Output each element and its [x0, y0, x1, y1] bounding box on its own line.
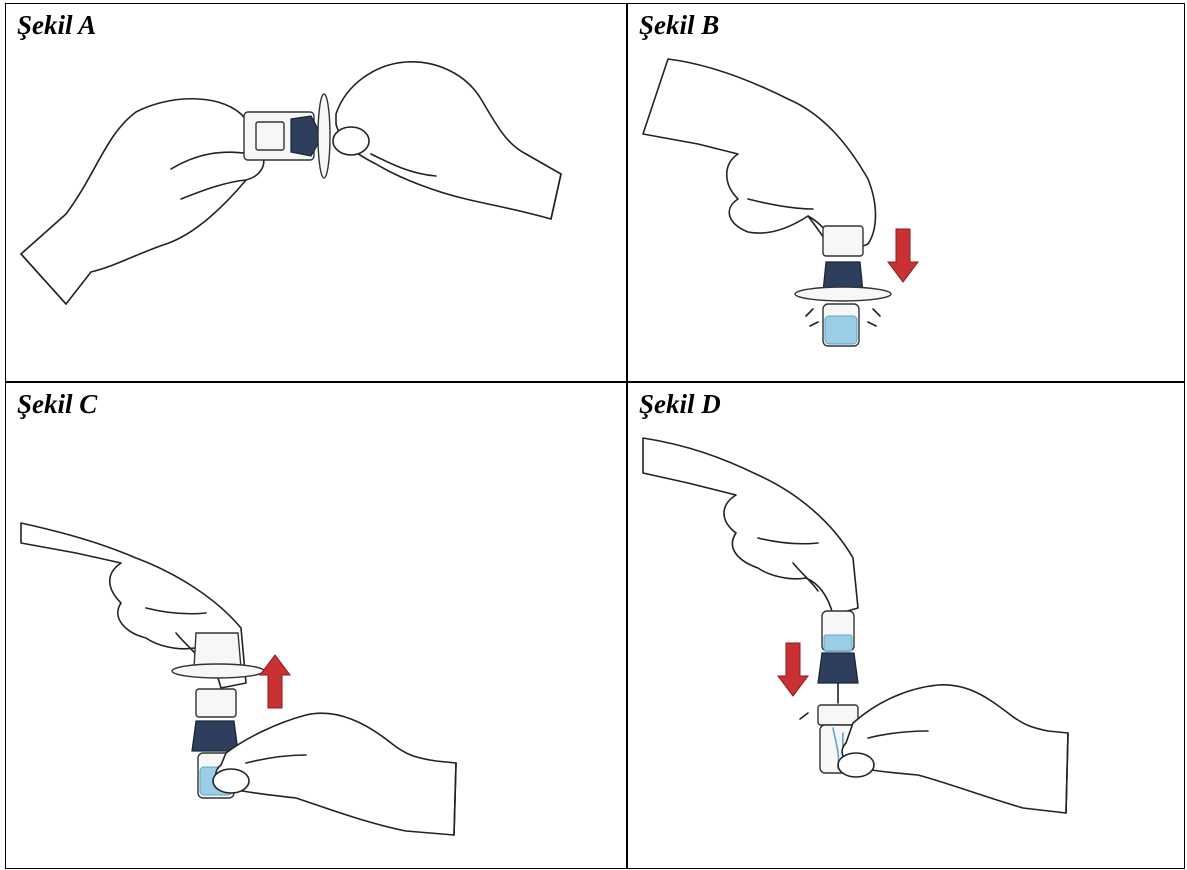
table-divider-vertical — [626, 4, 628, 868]
pack-flange — [794, 286, 892, 302]
bottom-hand — [841, 684, 1069, 814]
arrow-down-icon — [887, 228, 919, 283]
top-hand — [642, 437, 859, 616]
powder-vial-cap — [817, 704, 859, 726]
diluent-liquid — [823, 634, 853, 652]
figure-label-d: Şekil D — [639, 389, 721, 419]
vial-liquid — [824, 315, 858, 345]
table-divider-horizontal — [6, 381, 1184, 383]
figure-label-b: Şekil B — [639, 10, 720, 40]
figure-cell-c: Şekil C — [6, 383, 626, 869]
vial-adapter-pack — [822, 225, 864, 257]
figure-table: Şekil A Şekil B — [5, 3, 1185, 869]
figure-cell-d: Şekil D — [628, 383, 1184, 869]
left-hand — [20, 98, 265, 305]
figure-label-c: Şekil C — [17, 389, 98, 419]
pack-flange — [171, 663, 265, 679]
figure-b-illustration — [642, 58, 919, 347]
figure-cell-b: Şekil B — [628, 4, 1184, 381]
vial-adapter — [290, 115, 319, 157]
vial-adapter — [817, 652, 859, 684]
pack-flange — [317, 93, 331, 179]
bottom-hand — [215, 712, 457, 836]
figure-d-illustration — [642, 437, 1069, 814]
removed-pack — [193, 632, 242, 669]
vial-adapter — [191, 720, 239, 752]
arrow-down-icon — [777, 642, 809, 697]
figure-a-illustration — [20, 61, 562, 305]
vial-adapter-top — [195, 688, 237, 718]
figure-c-illustration — [20, 522, 457, 836]
arrow-up-icon — [259, 654, 291, 709]
hand — [642, 58, 877, 255]
figure-label-a: Şekil A — [17, 10, 97, 40]
figure-cell-a: Şekil A — [6, 4, 626, 381]
